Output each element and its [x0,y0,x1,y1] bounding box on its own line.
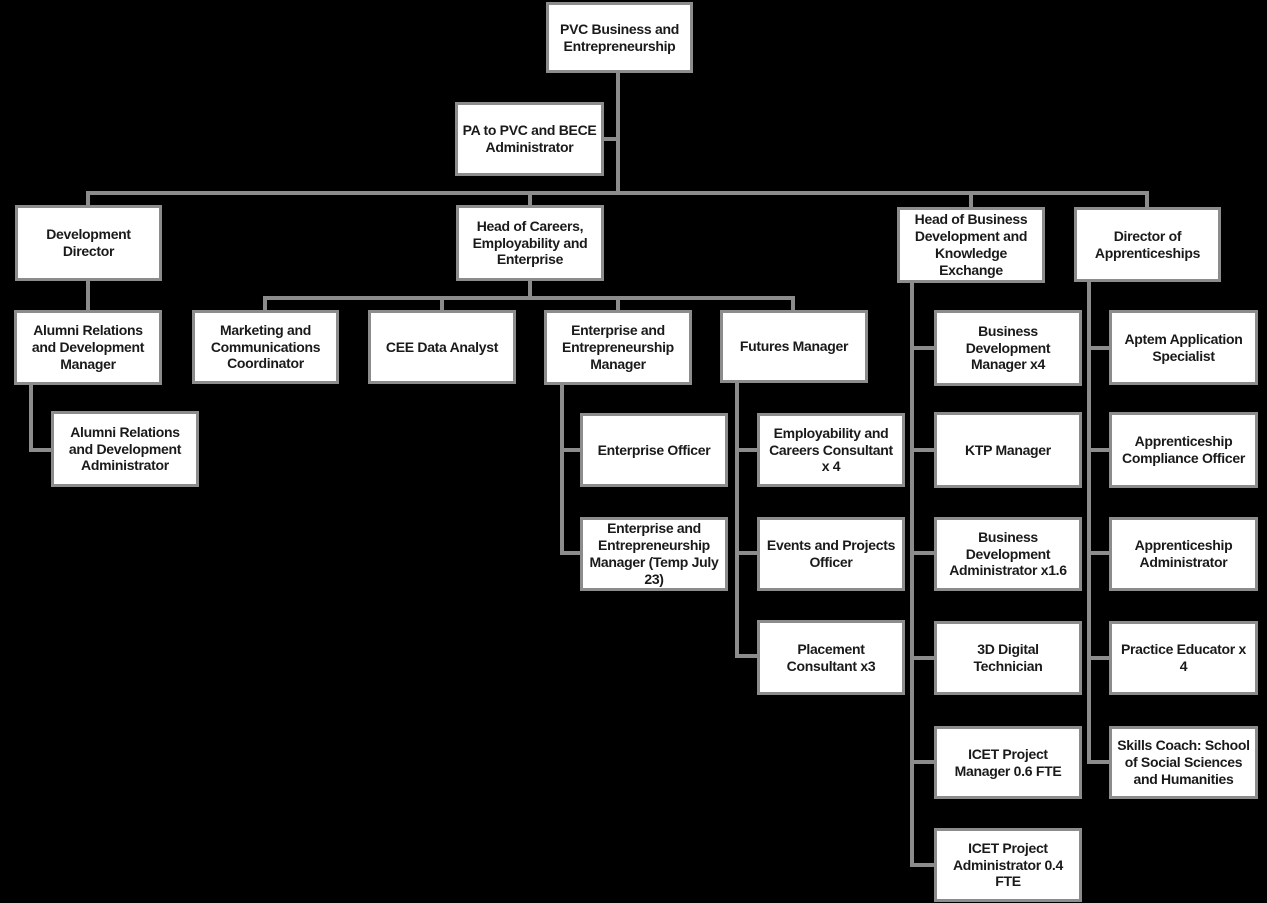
org-box-alumni-relations-administrator: Alumni Relations and Development Adminis… [51,411,199,487]
org-box-icet-project-administrator: ICET Project Administrator 0.4 FTE [934,828,1082,902]
connector-stub-icet-project-manager [910,760,940,764]
connector-eem-branch-vertical [560,380,564,555]
connector-level1-bus [86,191,1149,195]
connector-drop-eem [616,296,620,314]
org-box-pvc-business-entrepreneurship: PVC Business and Entrepreneurship [546,2,693,73]
connector-futures-branch-vertical [735,378,739,658]
connector-stub-3d-digital-technician [910,656,940,660]
connector-stub-aptem-specialist [1087,346,1115,350]
connector-stub-enterprise-officer [560,448,586,452]
connector-stub-bd-administrator [910,551,940,555]
connector-apprenticeships-branch-vertical [1087,278,1091,764]
org-box-director-of-apprenticeships: Director of Apprenticeships [1074,207,1221,282]
connector-alumni-elbow-vertical [29,382,33,452]
connector-stub-employability-consultant [735,448,763,452]
connector-drop-head-business [969,191,973,213]
org-box-events-projects-officer: Events and Projects Officer [757,517,905,591]
connector-head-careers-trunk [528,278,532,300]
org-box-head-of-careers: Head of Careers, Employability and Enter… [456,205,604,281]
org-box-head-of-business-development: Head of Business Development and Knowled… [897,207,1045,283]
org-box-apprenticeship-administrator: Apprenticeship Administrator [1109,517,1258,591]
org-box-cee-data-analyst: CEE Data Analyst [368,310,516,384]
org-box-eem-manager-temp: Enterprise and Entrepreneurship Manager … [580,517,728,591]
connector-drop-head-careers [528,191,532,211]
org-box-3d-digital-technician: 3D Digital Technician [934,621,1082,695]
org-box-placement-consultant: Placement Consultant x3 [757,620,905,695]
org-box-business-development-manager: Business Development Manager x4 [934,310,1082,386]
connector-pa-stub [600,137,620,141]
org-box-development-director: Development Director [15,205,162,281]
org-box-apprenticeship-compliance-officer: Apprenticeship Compliance Officer [1109,412,1258,488]
connector-drop-futures [791,296,795,314]
connector-drop-development-director [86,191,90,211]
connector-stub-eem-temp [560,551,586,555]
connector-drop-director-apprenticeships [1145,191,1149,213]
connector-stub-apprenticeship-administrator [1087,551,1115,555]
connector-stub-placement-consultant [735,654,763,658]
org-box-ktp-manager: KTP Manager [934,412,1082,488]
connector-careers-bus [263,296,795,300]
connector-pvc-trunk [616,70,620,195]
connector-drop-marketing [263,296,267,314]
connector-stub-skills-coach [1087,760,1115,764]
connector-devdirector-to-alumni-manager [86,278,90,314]
connector-stub-bd-manager [910,346,940,350]
connector-stub-events-projects [735,551,763,555]
connector-stub-apprenticeship-compliance [1087,448,1115,452]
org-box-enterprise-officer: Enterprise Officer [580,413,728,487]
org-box-aptem-application-specialist: Aptem Application Specialist [1109,310,1258,385]
org-box-marketing-communications-coordinator: Marketing and Communications Coordinator [192,310,339,384]
connector-stub-practice-educator [1087,656,1115,660]
org-box-employability-careers-consultant: Employability and Careers Consultant x 4 [757,413,905,487]
org-box-alumni-relations-manager: Alumni Relations and Development Manager [14,310,162,385]
org-box-futures-manager: Futures Manager [720,310,868,383]
org-box-pa-to-pvc: PA to PVC and BECE Administrator [455,102,604,176]
org-box-icet-project-manager: ICET Project Manager 0.6 FTE [934,726,1082,799]
org-box-skills-coach: Skills Coach: School of Social Sciences … [1109,726,1258,799]
connector-stub-icet-project-administrator [910,863,940,867]
connector-alumni-elbow-horizontal [29,448,59,452]
org-box-practice-educator: Practice Educator x 4 [1109,621,1258,695]
connector-drop-cee [440,296,444,314]
connector-stub-ktp-manager [910,448,940,452]
connector-head-business-branch-vertical [910,278,914,867]
org-box-business-development-administrator: Business Development Administrator x1.6 [934,517,1082,591]
org-box-enterprise-entrepreneurship-manager: Enterprise and Entrepreneurship Manager [544,310,692,385]
